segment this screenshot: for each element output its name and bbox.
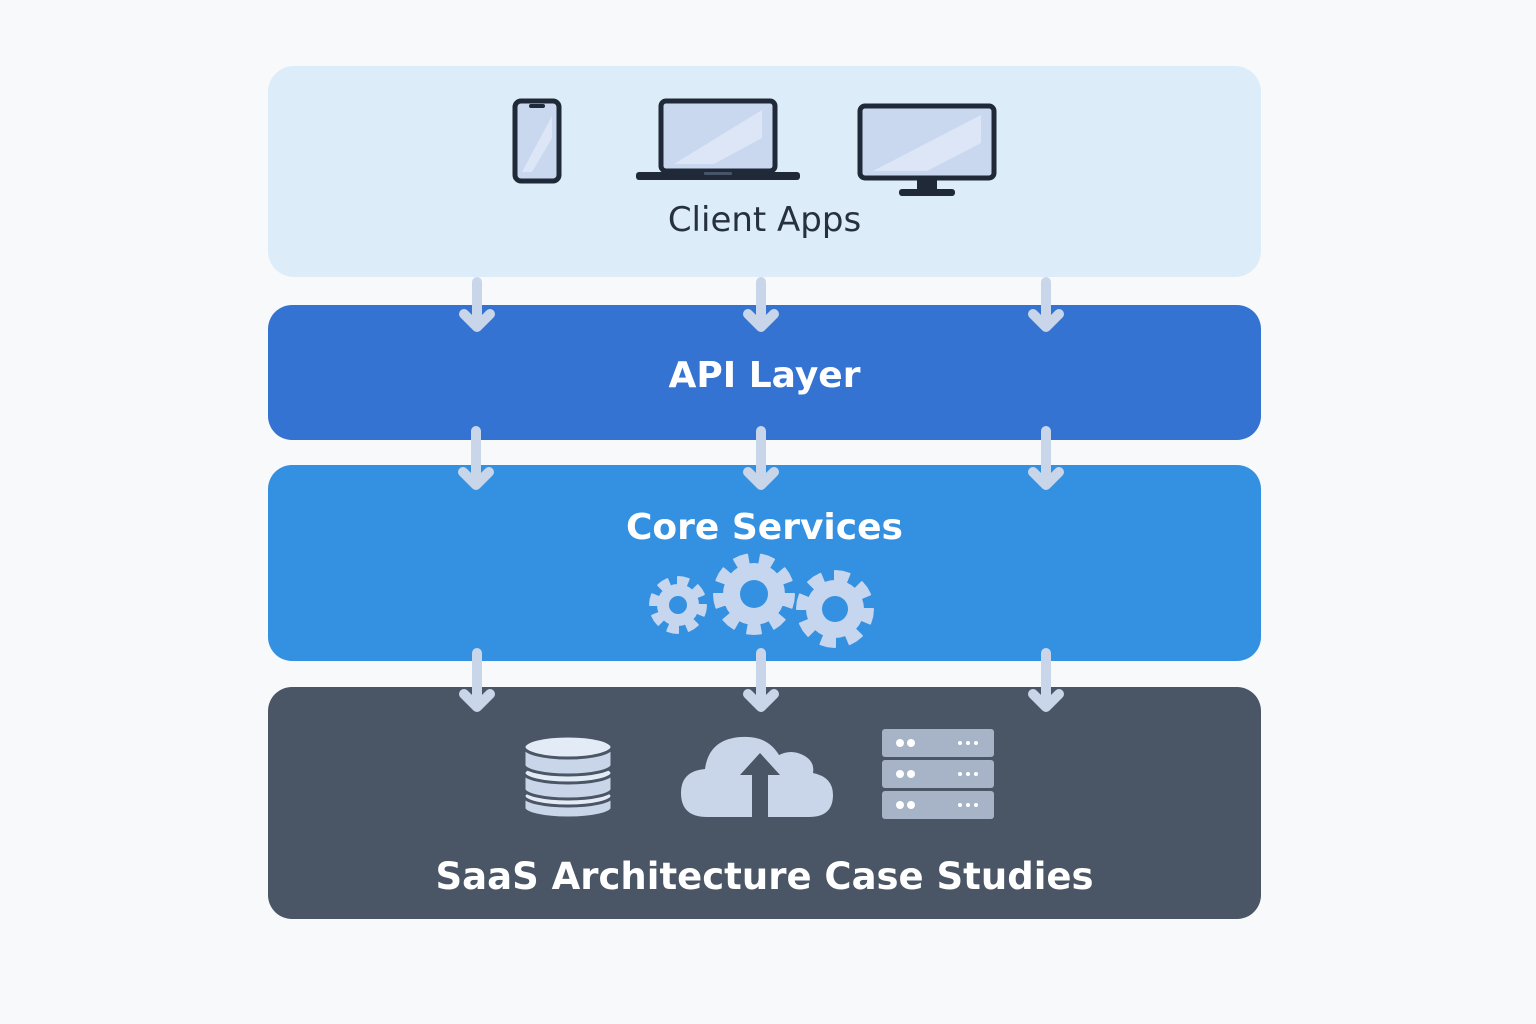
core-services-label: Core Services <box>626 507 903 548</box>
api-layer: API Layer <box>268 305 1261 440</box>
desktop-monitor-icon <box>857 103 997 196</box>
smartphone-icon <box>512 98 562 184</box>
client-apps-label: Client Apps <box>667 200 862 240</box>
gear-icon <box>796 570 874 648</box>
laptop-icon <box>636 98 800 180</box>
gear-icon <box>713 553 795 635</box>
gears-group <box>649 553 874 648</box>
core-services-layer: Core Services <box>268 465 1261 661</box>
data-layer: SaaS Architecture Case Studies <box>268 687 1261 919</box>
gear-icon <box>649 576 707 634</box>
data-layer-label: SaaS Architecture Case Studies <box>435 855 1094 898</box>
database-icon <box>522 734 614 820</box>
server-rack-icon <box>882 729 994 819</box>
client-apps-layer: Client Apps <box>268 66 1261 277</box>
api-layer-label: API Layer <box>668 355 861 396</box>
cloud-upload-icon <box>681 736 833 817</box>
